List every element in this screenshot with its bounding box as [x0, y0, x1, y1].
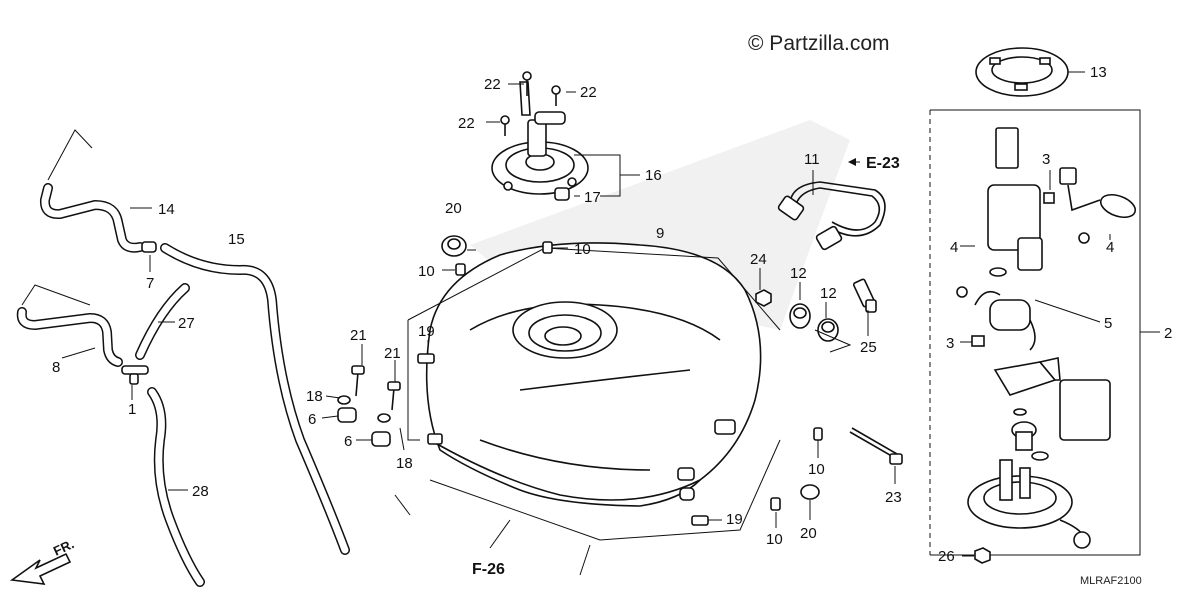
- drain-hose-15[interactable]: [160, 243, 350, 555]
- breather-hose-8[interactable]: [16, 284, 123, 367]
- callout-14: 14: [158, 201, 175, 218]
- callout-10-a: 10: [418, 263, 435, 280]
- bolt-21-a[interactable]: [351, 365, 365, 397]
- pump-bracket[interactable]: [993, 357, 1061, 396]
- callout-18-a: 18: [306, 388, 323, 405]
- rubber-19-a[interactable]: [417, 353, 435, 364]
- reference-e23[interactable]: E-23: [866, 155, 900, 172]
- hose-27[interactable]: [135, 283, 190, 360]
- callout-19-b: 19: [726, 511, 743, 528]
- callout-18-b: 18: [396, 455, 413, 472]
- callout-16: 16: [645, 167, 662, 184]
- callout-15: 15: [228, 231, 245, 248]
- bolt-22-b[interactable]: [551, 85, 561, 106]
- grommet-12-b[interactable]: [817, 318, 839, 342]
- pump-base-plate[interactable]: [967, 459, 1091, 549]
- front-direction-arrow: FR.: [9, 536, 76, 585]
- callout-labels: 22 22 22 16 17 13 11 14 15 7 20 10 10 9 …: [52, 64, 1172, 565]
- callout-2: 2: [1164, 325, 1172, 342]
- callout-4-b: 4: [1106, 239, 1114, 256]
- callout-28: 28: [192, 483, 209, 500]
- clip-10-c[interactable]: [813, 427, 823, 441]
- callout-23: 23: [885, 489, 902, 506]
- callout-8: 8: [52, 359, 60, 376]
- callout-22-b: 22: [580, 84, 597, 101]
- three-way-joint-1[interactable]: [121, 365, 149, 385]
- callout-13: 13: [1090, 64, 1107, 81]
- bolt-22-a[interactable]: [522, 71, 532, 96]
- callout-12-a: 12: [790, 265, 807, 282]
- reference-f26[interactable]: F-26: [472, 561, 505, 578]
- e23-arrow: [848, 158, 856, 166]
- callout-4-a: 4: [950, 239, 958, 256]
- rubber-6-b[interactable]: [371, 431, 391, 447]
- bolt-23[interactable]: [849, 427, 903, 465]
- fuel-filter-housing[interactable]: [987, 127, 1043, 271]
- grommet-20-b[interactable]: [800, 484, 820, 500]
- float-gauge-4[interactable]: [1059, 167, 1138, 244]
- callout-25: 25: [860, 339, 877, 356]
- nut-24[interactable]: [755, 289, 772, 307]
- rubber-6-a[interactable]: [337, 407, 357, 423]
- callout-3-a: 3: [1042, 151, 1050, 168]
- callout-19-a: 19: [418, 323, 435, 340]
- callout-7: 7: [146, 275, 154, 292]
- fuel-sensor-25[interactable]: [852, 278, 877, 313]
- callout-3-b: 3: [946, 335, 954, 352]
- grommet-20-a[interactable]: [441, 235, 467, 257]
- clip-10-a[interactable]: [455, 263, 466, 276]
- callout-24: 24: [750, 251, 767, 268]
- callout-22-a: 22: [484, 76, 501, 93]
- washer-3-a[interactable]: [1043, 192, 1055, 204]
- fuel-hose-11[interactable]: [777, 181, 886, 251]
- clip-10-b[interactable]: [542, 241, 553, 254]
- diagram-code: MLRAF2100: [1080, 575, 1142, 587]
- nut-26[interactable]: [974, 547, 991, 564]
- watermark: © Partzilla.com: [748, 32, 890, 55]
- clip-10-d[interactable]: [770, 497, 781, 511]
- front-direction-label: FR.: [51, 536, 76, 558]
- grommet-12-a[interactable]: [789, 303, 811, 329]
- callout-12-b: 12: [820, 285, 837, 302]
- rubber-19-b[interactable]: [691, 515, 709, 526]
- breather-hose-14[interactable]: [39, 129, 145, 253]
- callout-11: 11: [804, 151, 820, 168]
- fuel-cap-16[interactable]: [491, 81, 589, 195]
- callout-26: 26: [938, 548, 955, 565]
- bolt-21-b[interactable]: [387, 381, 401, 411]
- tank-outline-bracket: [394, 247, 781, 576]
- callout-22-c: 22: [458, 115, 475, 132]
- grommet-17[interactable]: [554, 187, 570, 201]
- callout-5: 5: [1104, 315, 1112, 332]
- callout-6-b: 6: [344, 433, 352, 450]
- callout-10-c: 10: [808, 461, 825, 478]
- callout-10-d: 10: [766, 531, 783, 548]
- callout-20-b: 20: [800, 525, 817, 542]
- setting-ring-13[interactable]: [975, 47, 1069, 97]
- washer-3-b[interactable]: [971, 335, 985, 347]
- callout-21-b: 21: [384, 345, 401, 362]
- collar-18-b[interactable]: [377, 413, 391, 423]
- callout-10-b: 10: [574, 241, 591, 258]
- fuel-pump-5[interactable]: [956, 267, 1036, 351]
- callout-9: 9: [656, 225, 664, 242]
- callout-27: 27: [178, 315, 195, 332]
- bolt-22-c[interactable]: [500, 115, 510, 136]
- callout-1: 1: [128, 401, 136, 418]
- callout-21-a: 21: [350, 327, 367, 344]
- callout-17: 17: [584, 189, 601, 206]
- hose-28[interactable]: [147, 387, 205, 587]
- collar-18-a[interactable]: [337, 395, 351, 405]
- pressure-regulator[interactable]: [1011, 379, 1111, 461]
- fuel-tank-9[interactable]: [425, 242, 762, 507]
- joint-7[interactable]: [141, 241, 157, 253]
- callout-20-a: 20: [445, 200, 462, 217]
- callout-6-a: 6: [308, 411, 316, 428]
- leader-lines: [61, 71, 1160, 557]
